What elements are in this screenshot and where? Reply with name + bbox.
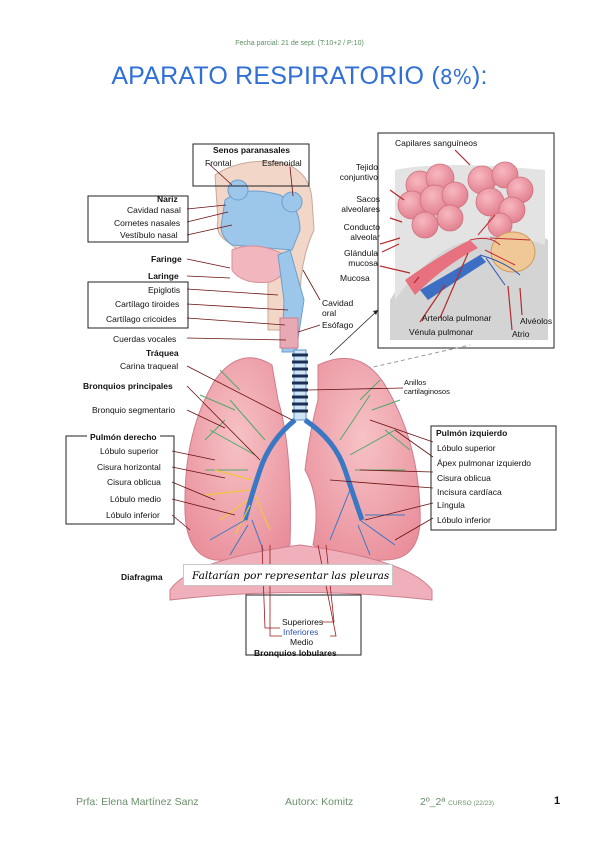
label-vestibulo: Vestíbulo nasal — [120, 230, 178, 240]
footer-course-year: CURSO (22/23) — [448, 800, 495, 807]
label-pulmon-derecho: Pulmón derecho — [87, 432, 160, 442]
label-pulmon-izquierdo: Pulmón izquierdo — [436, 428, 508, 438]
label-nariz: Nariz — [157, 194, 178, 204]
page-title-main: APARATO RESPIRATORIO ( — [111, 62, 440, 90]
lungs — [184, 349, 421, 561]
label-lobulo-inferior-izquierdo: Lóbulo inferior — [437, 515, 491, 525]
label-cisura-oblicua-derecha: Cisura oblicua — [107, 477, 161, 487]
head-airway — [214, 160, 315, 353]
label-venula-pulmonar: Vénula pulmonar — [409, 327, 474, 337]
footer-author: Autorx: Komitz — [285, 796, 354, 808]
footer-teacher: Prfa: Elena Martínez Sanz — [76, 796, 199, 808]
label-bronquios-principales: Bronquios principales — [83, 381, 173, 391]
label-lobulo-superior-derecho: Lóbulo superior — [100, 446, 159, 456]
footer-course: 2º_2ª CURSO (22/23) — [420, 796, 494, 808]
label-frontal: Frontal — [205, 158, 232, 168]
label-cartilago-tiroides: Cartílago tiroides — [115, 299, 180, 309]
label-capilares: Capilares sanguíneos — [395, 138, 478, 148]
label-esfenoidal: Esfenoidal — [262, 158, 302, 168]
label-inferiores: Inferiores — [283, 627, 319, 637]
label-incisura-cardiaca: Incisura cardíaca — [437, 487, 502, 497]
label-conducto-alveolar: Conducto alveolar — [343, 222, 380, 242]
label-alveolos: Alvéolos — [520, 316, 553, 326]
label-bronquio-segmentario: Bronquio segmentario — [92, 405, 176, 415]
page-title: APARATO RESPIRATORIO (8%): — [0, 62, 599, 91]
label-medio: Medio — [290, 637, 314, 647]
label-traquea: Tráquea — [146, 348, 179, 358]
alveoli-inset — [377, 132, 555, 349]
label-arteriola-pulmonar: Arteriola pulmonar — [422, 313, 492, 323]
label-carina: Carina traqueal — [120, 361, 179, 371]
label-glandula-mucosa: Glándula mucosa — [343, 248, 378, 268]
label-superiores: Superiores — [282, 617, 324, 627]
label-laringe: Laringe — [148, 271, 179, 281]
pleura-note: Faltarían por representar las pleuras — [183, 564, 393, 586]
label-apex: Ápex pulmonar izquierdo — [437, 458, 532, 468]
label-bronquios-lobulares: Bronquios lobulares — [254, 648, 337, 658]
header-date-note: Fecha parcial: 21 de sept. (T:10+2 / P:1… — [235, 40, 364, 47]
label-atrio: Atrio — [512, 329, 530, 339]
label-lobulo-superior-izquierdo: Lóbulo superior — [437, 443, 496, 453]
label-epiglotis: Epiglotis — [148, 285, 181, 295]
label-mucosa: Mucosa — [340, 273, 370, 283]
label-sacos-alveolares: Sacos alveolares — [341, 194, 380, 214]
page-title-percent: 8% — [439, 65, 472, 89]
label-faringe: Faringe — [151, 254, 182, 264]
label-tejido-conjuntivo: Tejido conjuntivo — [339, 162, 378, 182]
label-senos-paranasales: Senos paranasales — [213, 145, 291, 155]
label-cartilago-cricoides: Cartílago cricoides — [106, 314, 177, 324]
label-lingula: Língula — [437, 500, 465, 510]
label-cornetes: Cornetes nasales — [114, 218, 181, 228]
page-title-end: ): — [472, 62, 488, 90]
respiratory-diagram — [65, 132, 557, 656]
label-lobulo-inferior-derecho: Lóbulo inferior — [106, 510, 160, 520]
label-cavidad-oral: Cavidad oral — [322, 298, 354, 318]
page-number: 1 — [554, 795, 561, 807]
label-cisura-oblicua-izquierda: Cisura oblicua — [437, 473, 491, 483]
label-esofago: Esófago — [322, 320, 354, 330]
label-lobulo-medio: Lóbulo medio — [110, 494, 162, 504]
label-cuerdas-vocales: Cuerdas vocales — [113, 334, 177, 344]
label-cavidad-nasal: Cavidad nasal — [127, 205, 181, 215]
label-diafragma: Diafragma — [121, 572, 163, 582]
label-anillos-cartilaginosos: Anillos cartilaginosos — [404, 378, 450, 396]
footer-course-level: 2º_2ª — [420, 796, 446, 808]
label-cisura-horizontal: Cisura horizontal — [97, 462, 161, 472]
